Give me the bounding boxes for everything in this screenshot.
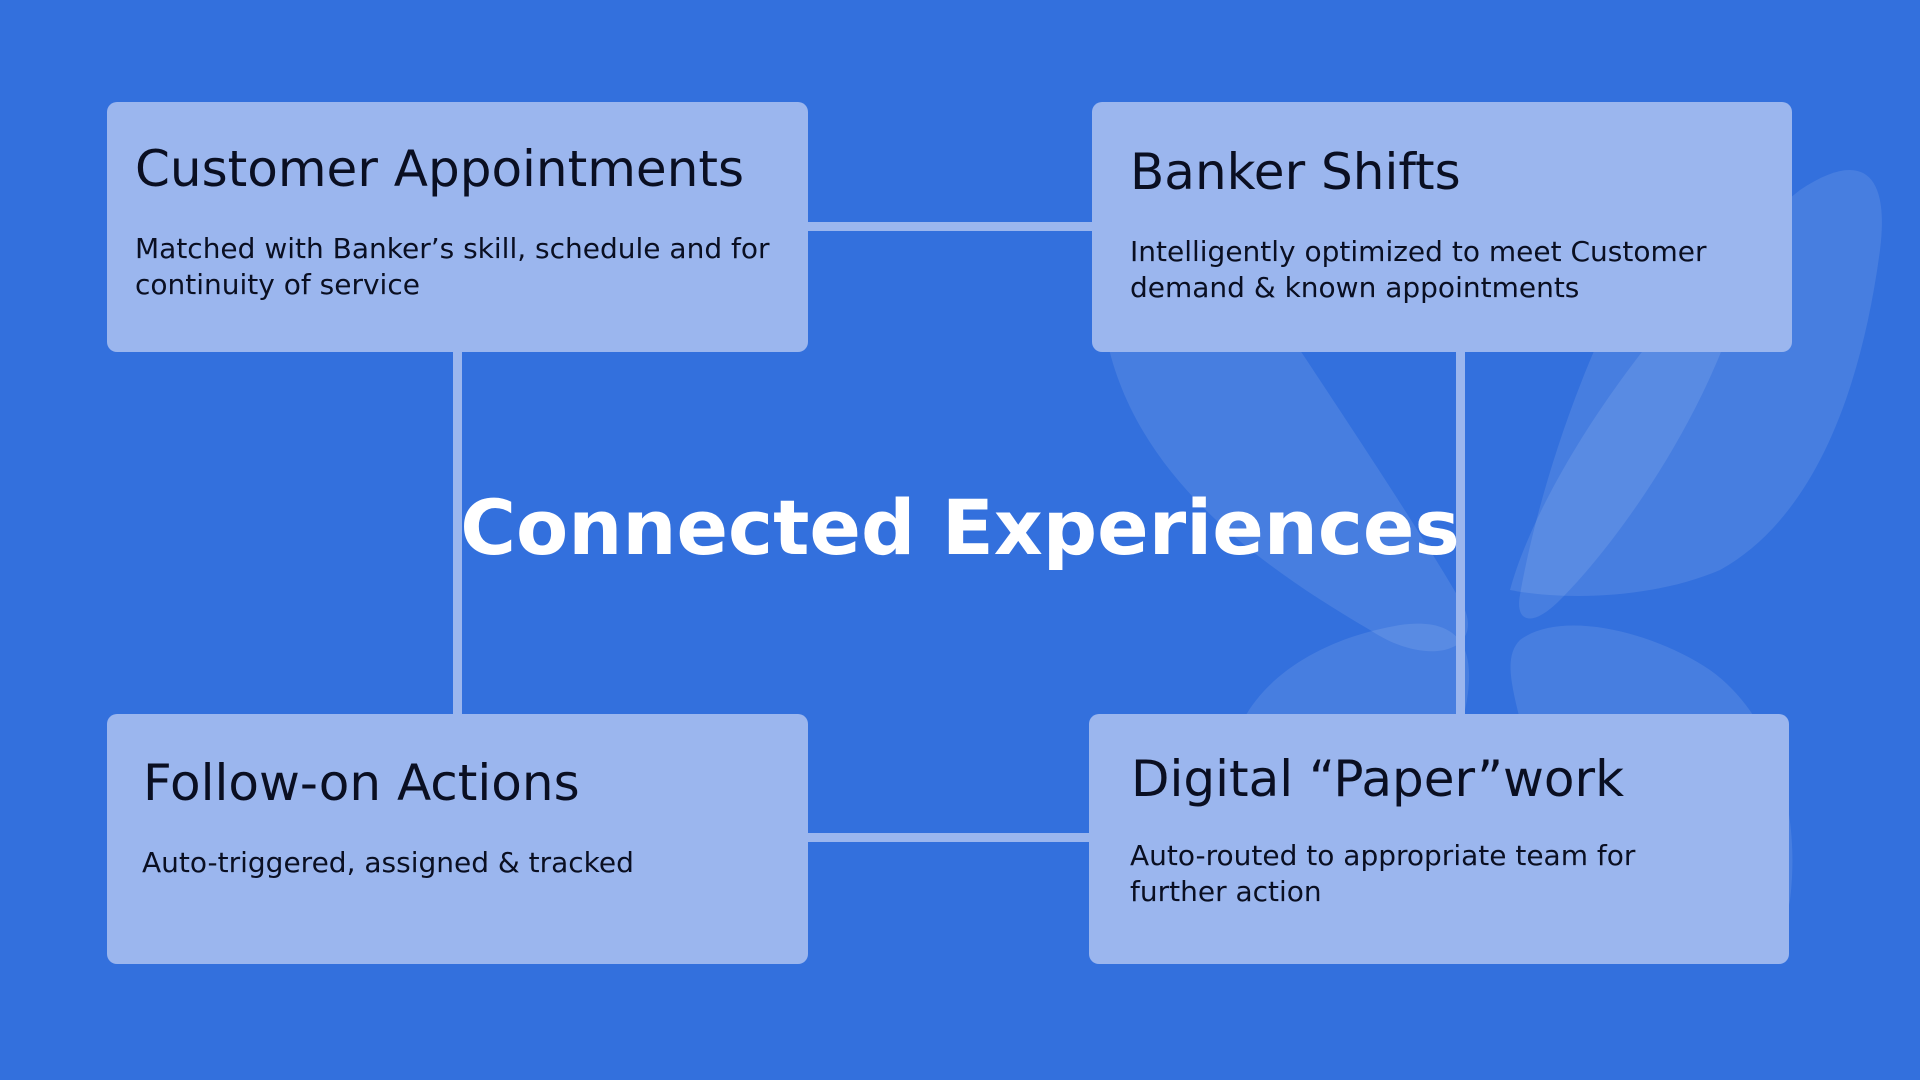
customer-appointments-description: Matched with Banker’s skill, schedule an… [135, 232, 770, 301]
box-customer-appointments: Customer Appointments Matched with Banke… [107, 102, 808, 352]
box-banker-shifts: Banker Shifts Intelligently optimized to… [1092, 102, 1792, 352]
digital-paperwork-title: Digital “Paper”work [1131, 750, 1625, 808]
digital-paperwork-description: Auto-routed to appropriate team for furt… [1130, 839, 1636, 908]
banker-shifts-description: Intelligently optimized to meet Customer… [1130, 235, 1707, 304]
box-digital-paperwork: Digital “Paper”work Auto-routed to appro… [1089, 714, 1789, 964]
connector-right [1456, 352, 1465, 714]
banker-shifts-title: Banker Shifts [1130, 143, 1461, 201]
customer-appointments-title: Customer Appointments [135, 140, 745, 198]
connector-top [808, 222, 1092, 231]
box-follow-on-actions: Follow-on Actions Auto-triggered, assign… [107, 714, 808, 964]
connector-bottom [808, 833, 1090, 842]
center-title: Connected Experiences [460, 483, 1460, 572]
connector-left [453, 352, 462, 714]
follow-on-actions-description: Auto-triggered, assigned & tracked [142, 846, 634, 879]
follow-on-actions-title: Follow-on Actions [143, 754, 580, 812]
